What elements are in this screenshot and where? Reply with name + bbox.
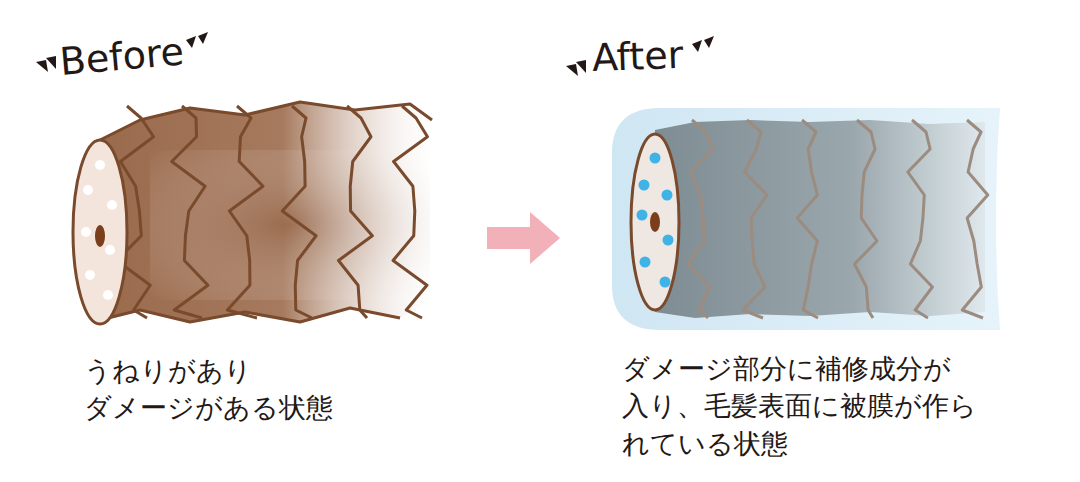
cuticle-scale xyxy=(172,106,208,318)
damage-hole xyxy=(85,270,95,280)
repair-ingredient xyxy=(650,153,661,164)
cuticle-scale xyxy=(393,106,427,318)
film-coating xyxy=(612,108,1000,330)
repair-ingredient xyxy=(639,180,650,191)
cuticle-scale xyxy=(855,120,877,318)
state-caption: ダメージ部分に補修成分が 入り、毛髪表面に被膜が作ら れている状態 xyxy=(622,350,977,462)
state-heading: After xyxy=(591,33,684,82)
damage-hole xyxy=(95,160,105,170)
cuticle-scale xyxy=(962,120,988,318)
cuticle-scale xyxy=(282,106,316,318)
repaired-hair xyxy=(655,120,985,318)
state-heading: Before xyxy=(58,29,186,85)
state-caption: うねりがあり ダメージがある状態 xyxy=(84,352,333,427)
cuticle-scale xyxy=(743,120,767,318)
cuticle-scale xyxy=(797,120,818,318)
damage-hole xyxy=(105,245,115,255)
cuticle-scales xyxy=(688,120,988,318)
repair-ingredient xyxy=(640,257,651,268)
damage-hole xyxy=(103,290,113,300)
repair-ingredient xyxy=(662,190,673,201)
transition-arrow xyxy=(487,212,560,264)
repair-ingredient xyxy=(660,277,671,288)
repair-ingredient xyxy=(637,210,648,221)
damage-hole xyxy=(83,185,93,195)
damage-hole xyxy=(107,200,117,210)
cuticle-scale xyxy=(688,120,713,318)
hair-cross-section xyxy=(631,134,679,310)
damage-hole xyxy=(81,227,91,237)
cuticle-scale xyxy=(338,106,372,318)
cuticle-scales xyxy=(100,102,432,322)
cuticle-scale xyxy=(227,106,263,318)
damaged-hair xyxy=(100,102,432,322)
repair-ingredient xyxy=(663,235,674,246)
hair-edge xyxy=(100,102,432,140)
cuticle-scale xyxy=(908,120,933,318)
hair-cross-section xyxy=(73,140,127,324)
hair-edge xyxy=(100,308,400,322)
